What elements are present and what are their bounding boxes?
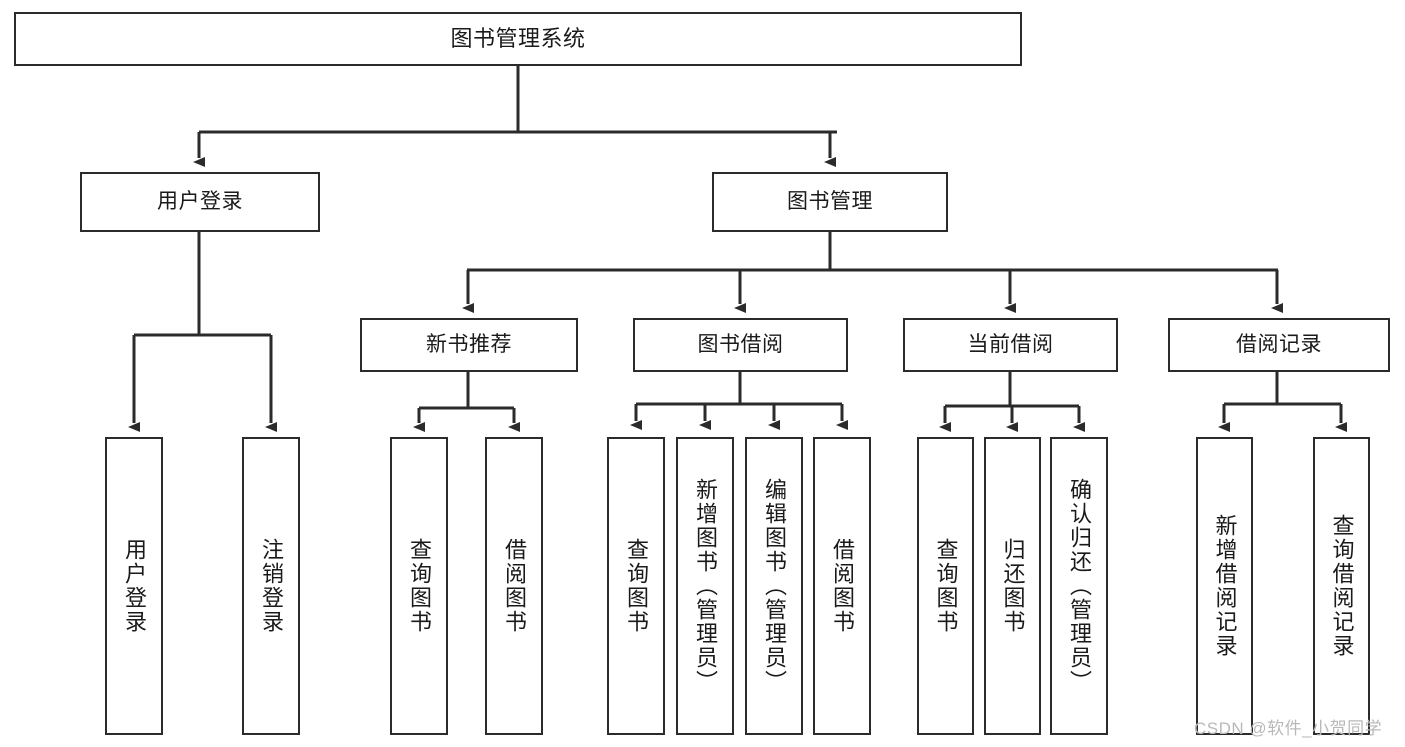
node-label: 新增图书（管理员） xyxy=(693,478,718,694)
leaf-current-borrow-confirm[interactable]: 确认归还（管理员） xyxy=(1050,437,1108,735)
node-label: 注销登录 xyxy=(259,538,284,634)
node-book-management[interactable]: 图书管理 xyxy=(712,172,948,232)
leaf-current-borrow-query[interactable]: 查询图书 xyxy=(917,437,974,735)
leaf-book-borrow-query[interactable]: 查询图书 xyxy=(607,437,665,735)
node-user-login[interactable]: 用户登录 xyxy=(80,172,320,232)
leaf-user-login-signin[interactable]: 用户登录 xyxy=(105,437,163,735)
leaf-borrow-record-add[interactable]: 新增借阅记录 xyxy=(1196,437,1253,735)
node-label: 查询图书 xyxy=(624,538,649,634)
node-label: 查询图书 xyxy=(407,538,432,634)
leaf-book-borrow-edit[interactable]: 编辑图书（管理员） xyxy=(745,437,803,735)
node-label: 新书推荐 xyxy=(426,332,512,356)
leaf-new-book-query[interactable]: 查询图书 xyxy=(390,437,448,735)
leaf-book-borrow-add[interactable]: 新增图书（管理员） xyxy=(676,437,734,735)
node-label: 用户登录 xyxy=(122,538,147,634)
node-label: 当前借阅 xyxy=(967,332,1054,356)
node-label: 借阅图书 xyxy=(502,538,527,634)
node-label: 用户登录 xyxy=(157,189,243,213)
node-label: 图书借阅 xyxy=(697,332,784,356)
leaf-book-borrow-borrow[interactable]: 借阅图书 xyxy=(813,437,871,735)
leaf-new-book-borrow[interactable]: 借阅图书 xyxy=(485,437,543,735)
node-new-book-recommend[interactable]: 新书推荐 xyxy=(360,318,578,372)
leaf-borrow-record-query[interactable]: 查询借阅记录 xyxy=(1313,437,1370,735)
node-label: 新增借阅记录 xyxy=(1212,514,1238,658)
node-label: 归还图书 xyxy=(1000,538,1026,634)
node-label: 借阅图书 xyxy=(830,538,855,634)
csdn-watermark: CSDN @软件_小贺同学 xyxy=(1194,719,1383,738)
node-book-borrow[interactable]: 图书借阅 xyxy=(633,318,848,372)
node-label: 借阅记录 xyxy=(1236,332,1322,356)
leaf-current-borrow-return[interactable]: 归还图书 xyxy=(984,437,1041,735)
node-label: 查询借阅记录 xyxy=(1329,514,1355,658)
node-root-system[interactable]: 图书管理系统 xyxy=(14,12,1022,66)
node-label: 图书管理 xyxy=(787,189,873,213)
node-label: 图书管理系统 xyxy=(450,26,586,52)
node-current-borrow[interactable]: 当前借阅 xyxy=(903,318,1118,372)
node-borrow-record[interactable]: 借阅记录 xyxy=(1168,318,1390,372)
node-label: 确认归还（管理员） xyxy=(1067,478,1092,694)
leaf-user-login-signout[interactable]: 注销登录 xyxy=(242,437,300,735)
node-label: 查询图书 xyxy=(933,538,959,634)
node-label: 编辑图书（管理员） xyxy=(762,478,787,694)
